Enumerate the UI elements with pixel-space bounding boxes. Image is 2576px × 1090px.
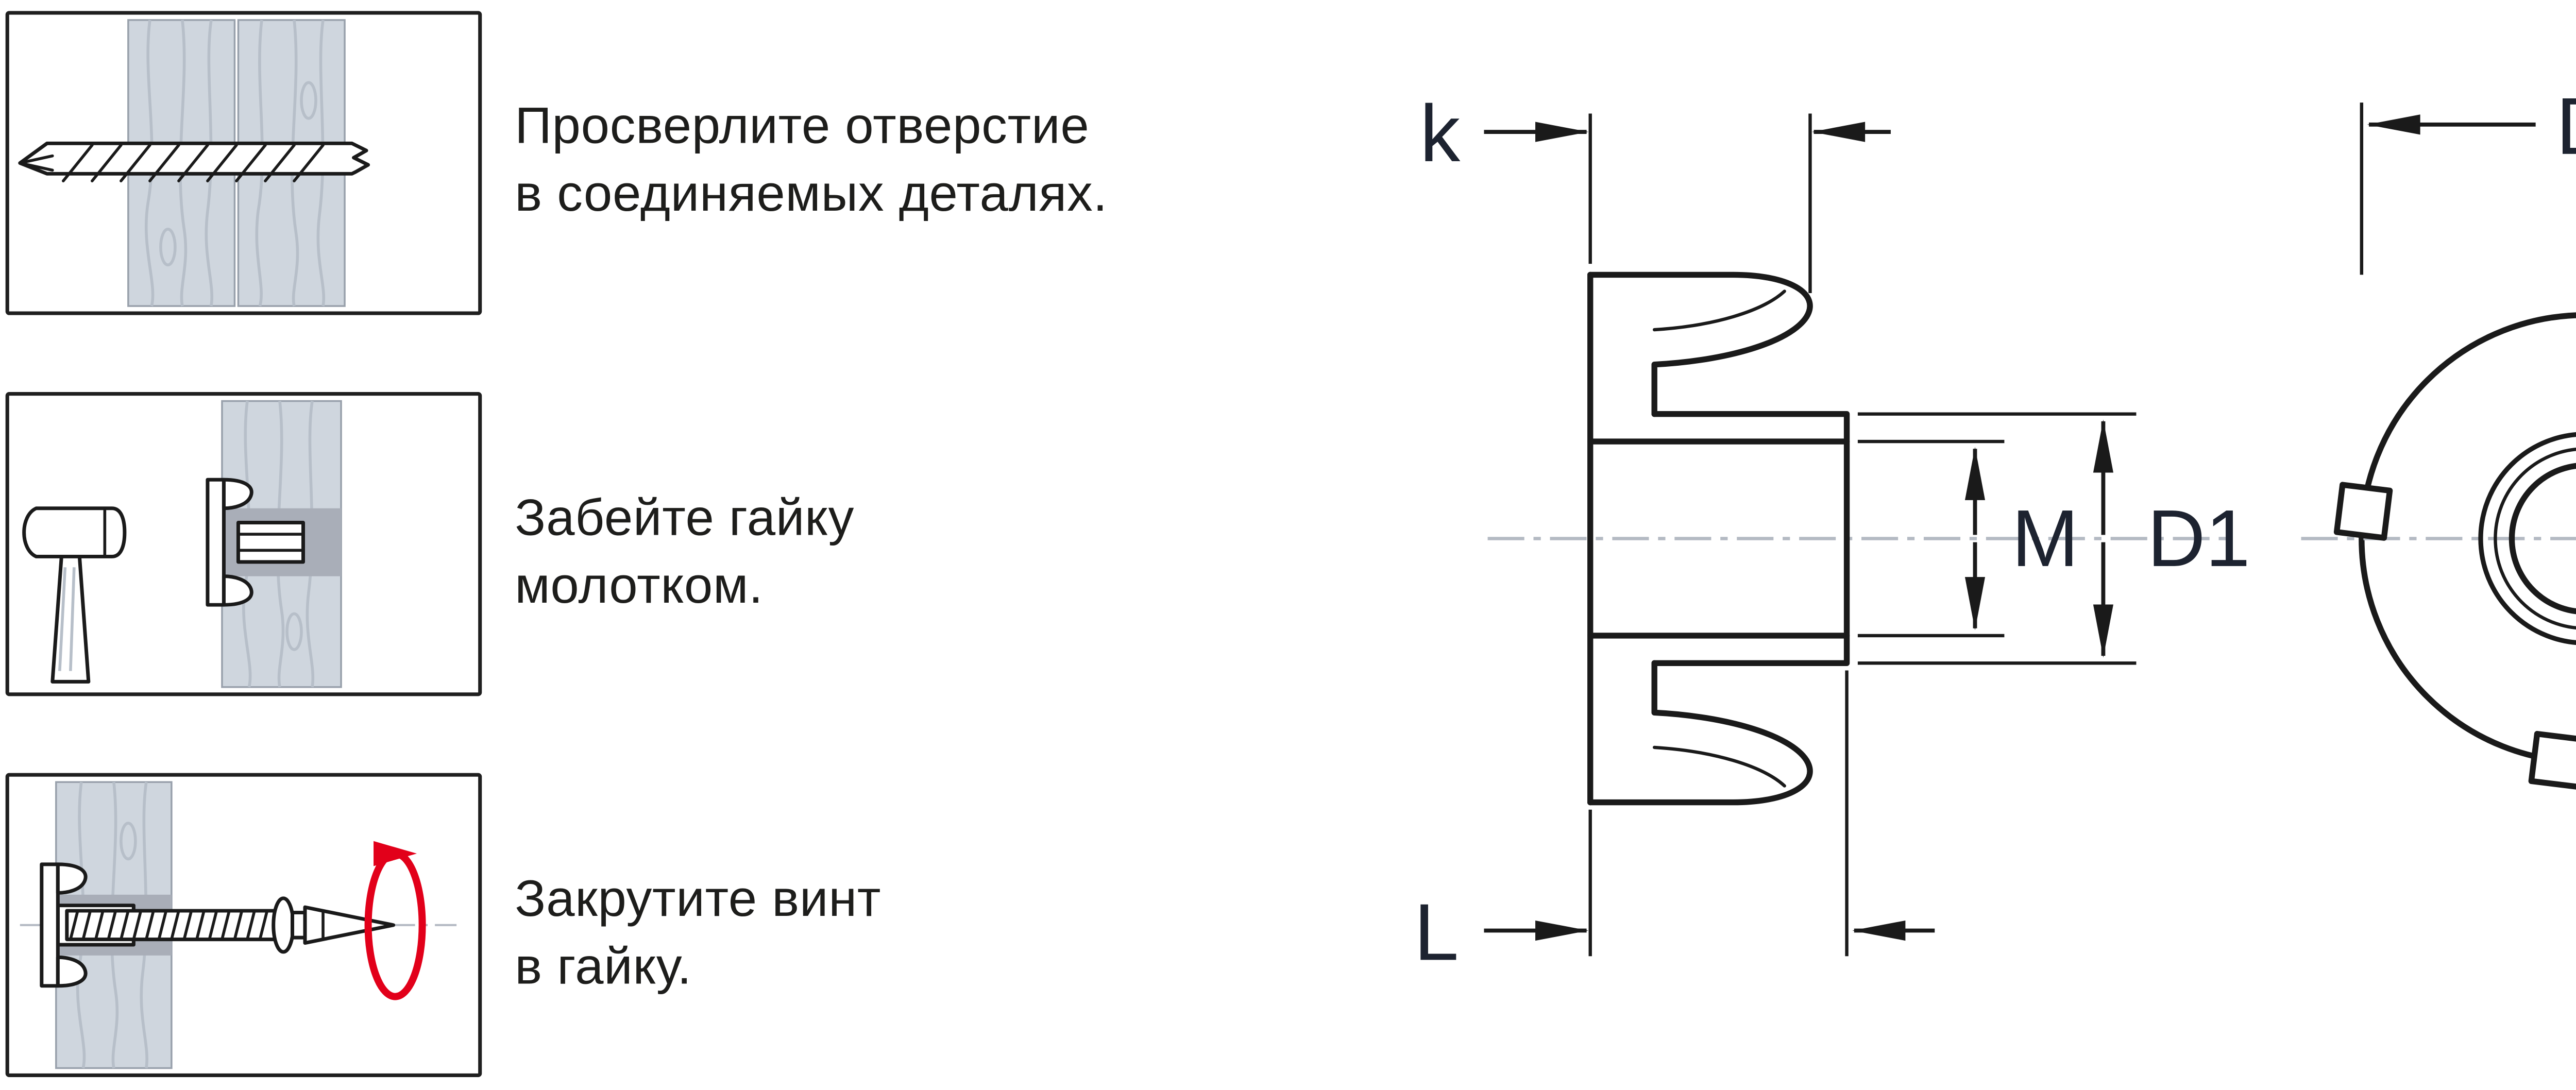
step-2-figure-box (5, 392, 482, 696)
step-2-caption: Забейте гайку молотком. (515, 484, 1358, 619)
dimension-D1-label: D1 (2147, 493, 2250, 584)
hammer-nut-illustration (22, 400, 342, 688)
step-1-caption-line-1: Просверлите отверстие (515, 97, 1090, 154)
front-view (2359, 312, 2576, 765)
step-3-caption-line-2: в гайку. (515, 938, 692, 995)
side-view-section (1587, 271, 1850, 806)
step-1-figure-box (5, 11, 482, 315)
screw-icon (65, 896, 396, 954)
dimension-D1: D1 (1857, 412, 2250, 665)
step-3-caption: Закрутите винт в гайку. (515, 864, 1358, 1000)
step-2-caption-line-1: Забейте гайку (515, 489, 855, 546)
dimension-M-label: M (2012, 493, 2079, 584)
drill-bit-icon (18, 141, 370, 182)
dimension-D: D (2360, 81, 2576, 275)
dimension-D-label: D (2556, 81, 2576, 172)
rotation-arrow-icon (364, 841, 426, 1000)
step-3-caption-line-1: Закрутите винт (515, 870, 882, 927)
dimension-k: k (1420, 89, 1891, 293)
claw-notch-bottom (2528, 730, 2576, 790)
hammer-icon (22, 506, 127, 684)
step-1-caption: Просверлите отверстие в соединяемых дета… (515, 92, 1358, 227)
wood-boards (127, 19, 346, 307)
dimension-L: L (1414, 670, 1935, 977)
t-nut-icon (206, 478, 306, 607)
dimension-M: M (1857, 439, 2079, 638)
screw-into-nut-illustration (20, 781, 464, 1069)
t-nut-technical-drawing: k L M D1 (1414, 81, 2576, 977)
step-1-caption-line-2: в соединяемых деталях. (515, 165, 1108, 222)
drill-through-boards-illustration (18, 19, 370, 307)
step-3-figure-box (5, 773, 482, 1077)
dimension-L-label: L (1414, 887, 1459, 977)
step-2-caption-line-2: молотком. (515, 557, 764, 614)
front-view-details (2333, 432, 2576, 790)
dimension-k-label: k (1420, 89, 1461, 179)
claw-notch-left (2333, 482, 2393, 541)
